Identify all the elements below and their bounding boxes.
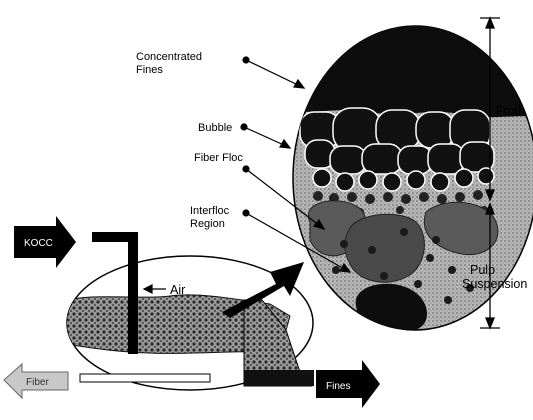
froth-label: Froth (496, 104, 525, 118)
svg-text:Fines: Fines (326, 381, 350, 392)
svg-text:Fiber: Fiber (26, 377, 49, 388)
svg-text:Concentrated: Concentrated (136, 51, 202, 63)
fiber-arrow: Fiber (4, 364, 68, 398)
bubble-layer (300, 108, 494, 191)
concentrated-fines-leader (243, 57, 304, 88)
pulp-suspension-label: Pulp Suspension (462, 263, 527, 291)
tank-base (80, 374, 210, 382)
svg-text:KOCC: KOCC (24, 238, 53, 249)
fiber-floc-label: Fiber Floc (194, 152, 243, 164)
air-label: Air (170, 283, 185, 297)
svg-text:Suspension: Suspension (462, 277, 527, 291)
feed-pipe (128, 232, 138, 354)
svg-text:Pulp: Pulp (470, 263, 495, 277)
bubble-leader (241, 124, 290, 148)
bubble-label: Bubble (198, 122, 232, 134)
fines-arrow: Fines (316, 360, 380, 408)
svg-text:Fines: Fines (136, 64, 163, 76)
kocc-arrow: KOCC (14, 216, 76, 268)
svg-text:Region: Region (190, 218, 225, 230)
interfloc-region-label: Interfloc Region (190, 205, 230, 230)
concentrated-fines-label: Concentrated Fines (136, 51, 202, 76)
svg-text:Interfloc: Interfloc (190, 205, 230, 217)
